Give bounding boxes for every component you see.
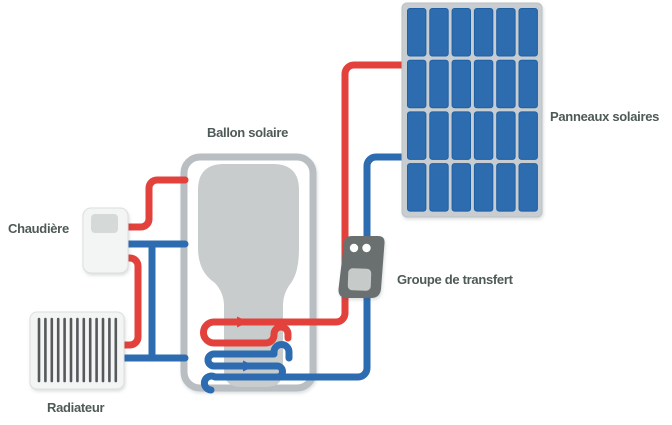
solar-panel bbox=[401, 2, 543, 218]
panel-cell bbox=[407, 8, 427, 57]
panel-cell bbox=[518, 59, 538, 109]
panel-cell bbox=[496, 111, 516, 160]
panel-cell bbox=[473, 59, 494, 109]
panel-cell bbox=[451, 111, 472, 160]
panel-cell bbox=[518, 8, 538, 57]
panel-cell bbox=[473, 163, 494, 212]
cold-pipe-solar-loop bbox=[200, 153, 407, 394]
panel-cell bbox=[451, 163, 472, 212]
transfer-unit-led-right bbox=[362, 243, 371, 253]
cold-flow-arrow bbox=[243, 360, 255, 372]
transfer-unit-screen bbox=[347, 268, 372, 291]
panel-cell bbox=[407, 163, 427, 212]
panel-cell bbox=[429, 163, 449, 212]
panel-cell bbox=[518, 163, 538, 212]
panel-cell bbox=[496, 59, 516, 109]
boiler-door bbox=[91, 214, 118, 233]
radiator-fins bbox=[37, 317, 118, 383]
label-solar-panels: Panneaux solaires bbox=[550, 109, 660, 124]
radiator bbox=[29, 311, 125, 390]
transfer-unit-led-left bbox=[349, 243, 359, 253]
panel-cell bbox=[496, 163, 516, 212]
panel-cell bbox=[429, 59, 449, 109]
panel-cell bbox=[451, 59, 472, 109]
panel-cell bbox=[451, 8, 472, 57]
panel-cells bbox=[407, 8, 538, 212]
panel-cell bbox=[407, 59, 427, 109]
hot-pipe-solar-loop-and-coil bbox=[200, 61, 407, 347]
panel-cell bbox=[407, 111, 427, 160]
cold-coil bbox=[204, 341, 293, 381]
label-solar-tank: Ballon solaire bbox=[207, 125, 289, 140]
panel-cell bbox=[496, 8, 516, 57]
panel-cell bbox=[473, 111, 494, 160]
transfer-unit bbox=[338, 236, 385, 298]
hot-pipe-boiler-to-radiator bbox=[118, 254, 142, 349]
panel-cell bbox=[429, 111, 449, 160]
hot-pipe-boiler-to-tank bbox=[122, 176, 189, 231]
panel-cell bbox=[429, 8, 449, 57]
panel-cell bbox=[518, 111, 538, 160]
pipes bbox=[118, 61, 407, 394]
panel-cell bbox=[473, 8, 494, 57]
label-transfer-unit: Groupe de transfert bbox=[397, 272, 513, 287]
label-boiler: Chaudière bbox=[8, 221, 69, 236]
boiler bbox=[82, 207, 129, 274]
hot-flow-arrow bbox=[237, 316, 249, 328]
label-radiator: Radiateur bbox=[47, 400, 105, 415]
